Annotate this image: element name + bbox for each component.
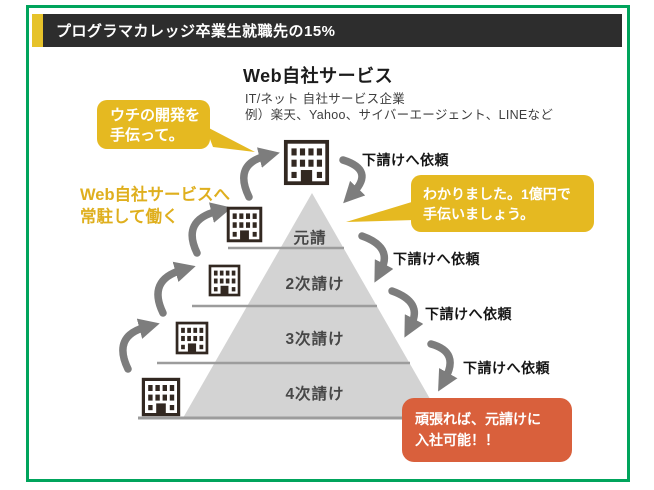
page-border-frame (26, 5, 630, 482)
down-arrow-icon-1 (339, 156, 366, 204)
speech-bubble-reply-line2: 手伝いましょう。 (423, 206, 535, 222)
speech-bubble-request-line1: ウチの開発を (110, 107, 201, 124)
tier-label-4ji-uke: 4次請け (285, 386, 345, 403)
building-icon-tier2 (208, 264, 241, 297)
request-bubble-tail (205, 126, 255, 152)
left-side-note: Web自社サービスへ 常駐して働く (80, 184, 230, 228)
down-arrow-icon-2 (358, 232, 394, 283)
speech-bubble-goal: 頑張れば、元請けに 入社可能！！ (402, 398, 572, 462)
section-subtitle-1: IT/ネット 自社サービス企業 (245, 92, 406, 106)
up-arrow-icon-4 (119, 318, 160, 373)
section-title: Web自社サービス (243, 66, 394, 86)
outsource-label-1: 下請けへ依頼 (362, 152, 449, 168)
speech-bubble-reply-line1: わかりました。1億円で (423, 186, 571, 202)
tier-label-3ji-uke: 3次請け (285, 331, 345, 348)
outsource-label-4: 下請けへ依頼 (463, 360, 550, 376)
speech-bubble-request: ウチの開発を 手伝って。 (97, 100, 210, 149)
left-side-note-line1: Web自社サービスへ (80, 186, 231, 204)
header-title: プログラマカレッジ卒業生就職先の15% (56, 23, 336, 40)
tier-label-moto-uke: 元請 (293, 230, 327, 247)
building-icon-tier4 (141, 377, 181, 417)
speech-bubble-request-line2: 手伝って。 (110, 127, 184, 144)
down-arrow-icon-4 (427, 340, 458, 392)
left-side-note-line2: 常駐して働く (80, 208, 179, 226)
section-subtitle-2: 例）楽天、Yahoo、サイバーエージェント、LINEなど (245, 108, 554, 122)
speech-bubble-goal-line2: 入社可能！！ (415, 432, 499, 448)
tier-label-2ji-uke: 2次請け (285, 276, 345, 293)
reply-bubble-tail (346, 201, 415, 222)
building-icon-top-company (283, 139, 330, 186)
header-accent-block (32, 14, 43, 47)
up-arrow-icon-2 (188, 202, 232, 257)
down-arrow-icon-3 (388, 287, 424, 338)
speech-bubble-reply: わかりました。1億円で 手伝いましょう。 (411, 175, 594, 232)
building-icon-tier1 (226, 206, 263, 243)
outsource-label-2: 下請けへ依頼 (393, 251, 480, 267)
speech-bubble-goal-line1: 頑張れば、元請けに (415, 411, 541, 427)
up-arrow-icon-3 (154, 261, 196, 317)
header-bar: プログラマカレッジ卒業生就職先の15% (32, 14, 622, 47)
up-arrow-icon-1 (240, 147, 280, 201)
building-icon-tier3 (175, 321, 209, 355)
outsource-label-3: 下請けへ依頼 (425, 306, 512, 322)
